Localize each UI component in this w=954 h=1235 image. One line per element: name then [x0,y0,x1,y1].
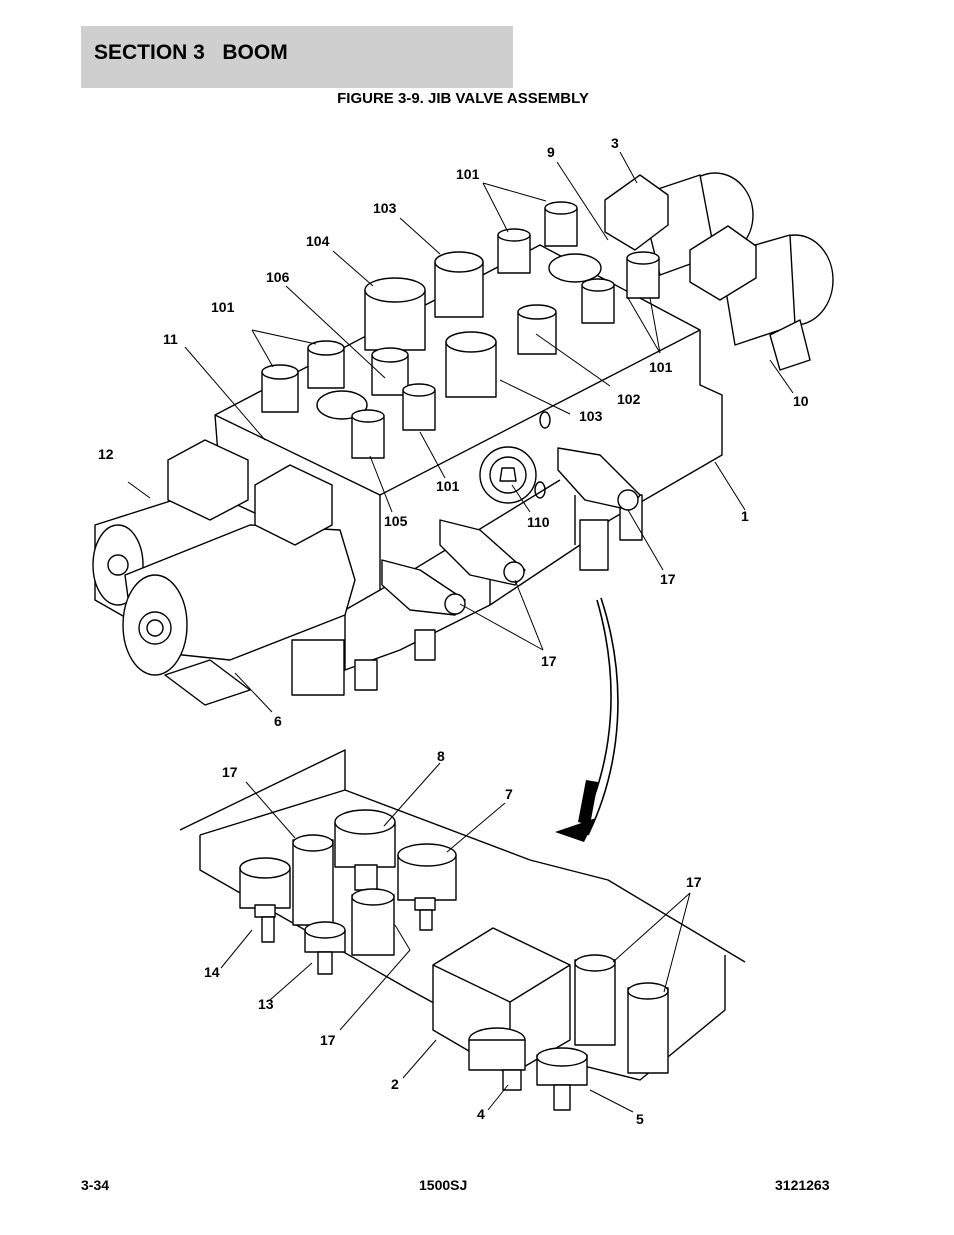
callout-101: 101 [211,299,235,315]
lower-detail-view [179,749,746,1111]
callout-105: 105 [384,513,408,529]
callout-10: 10 [793,393,809,409]
callout-101: 101 [436,478,460,494]
detail-arrow [555,597,619,842]
callout-101: 101 [649,359,673,375]
leader-lines [127,151,794,1113]
callout-11: 11 [163,331,178,347]
callout-labels: 3 9 101 103 104 106 101 11 101 10 102 10… [98,135,809,1127]
callout-9: 9 [547,144,555,160]
callout-110: 110 [527,514,550,530]
callout-102: 102 [617,391,641,407]
callout-17: 17 [660,571,676,587]
callout-7: 7 [505,786,513,802]
callout-104: 104 [306,233,330,249]
callout-17: 17 [686,874,702,890]
callout-5: 5 [636,1111,644,1127]
callout-103: 103 [579,408,603,424]
upper-valve-assembly [92,172,834,706]
callout-4: 4 [477,1106,485,1122]
model-number: 1500SJ [419,1177,468,1193]
callout-13: 13 [258,996,274,1012]
callout-1: 1 [741,508,749,524]
callout-103: 103 [373,200,397,216]
callout-2: 2 [391,1076,399,1092]
manual-part-number: 3121263 [775,1177,830,1193]
callout-6: 6 [274,713,282,729]
page-number: 3-34 [81,1177,110,1193]
section-header: SECTION 3 BOOM [81,26,513,88]
callout-14: 14 [204,964,220,980]
callout-12: 12 [98,446,114,462]
callout-3: 3 [611,135,619,151]
figure-title: FIGURE 3-9. JIB VALVE ASSEMBLY [337,90,589,107]
callout-17: 17 [541,653,557,669]
callout-17: 17 [222,764,238,780]
callout-17: 17 [320,1032,336,1048]
callout-101: 101 [456,166,480,182]
callout-8: 8 [437,748,445,764]
section-title: SECTION 3 BOOM [94,41,288,64]
callout-106: 106 [266,269,290,285]
